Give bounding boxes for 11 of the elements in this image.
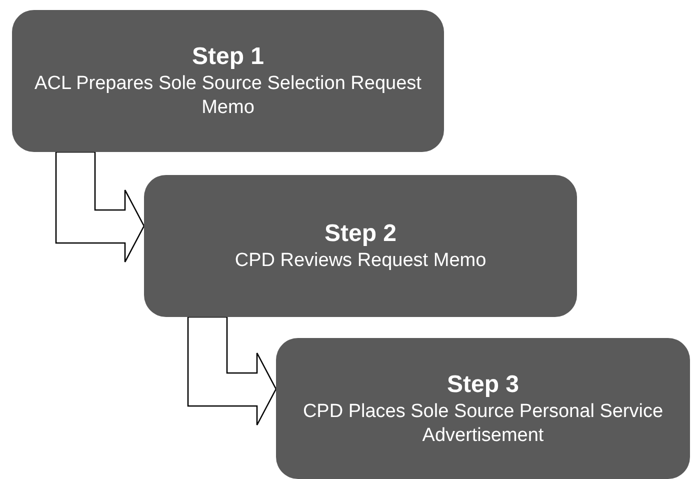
step-box [144,175,577,317]
step-heading: Step 1 [192,42,264,72]
bent-block-arrow [187,316,277,426]
step-description: CPD Places Sole Source Personal Service Advertisement [302,400,664,448]
bent-block-arrow [55,151,145,263]
step-heading: Step 2 [324,219,397,249]
step-box [276,338,690,479]
step-description: CPD Reviews Request Memo [234,249,486,273]
step-box [12,10,444,152]
step-description: ACL Prepares Sole Source Selection Request Memo [34,72,422,120]
step-heading: Step 3 [446,370,520,400]
